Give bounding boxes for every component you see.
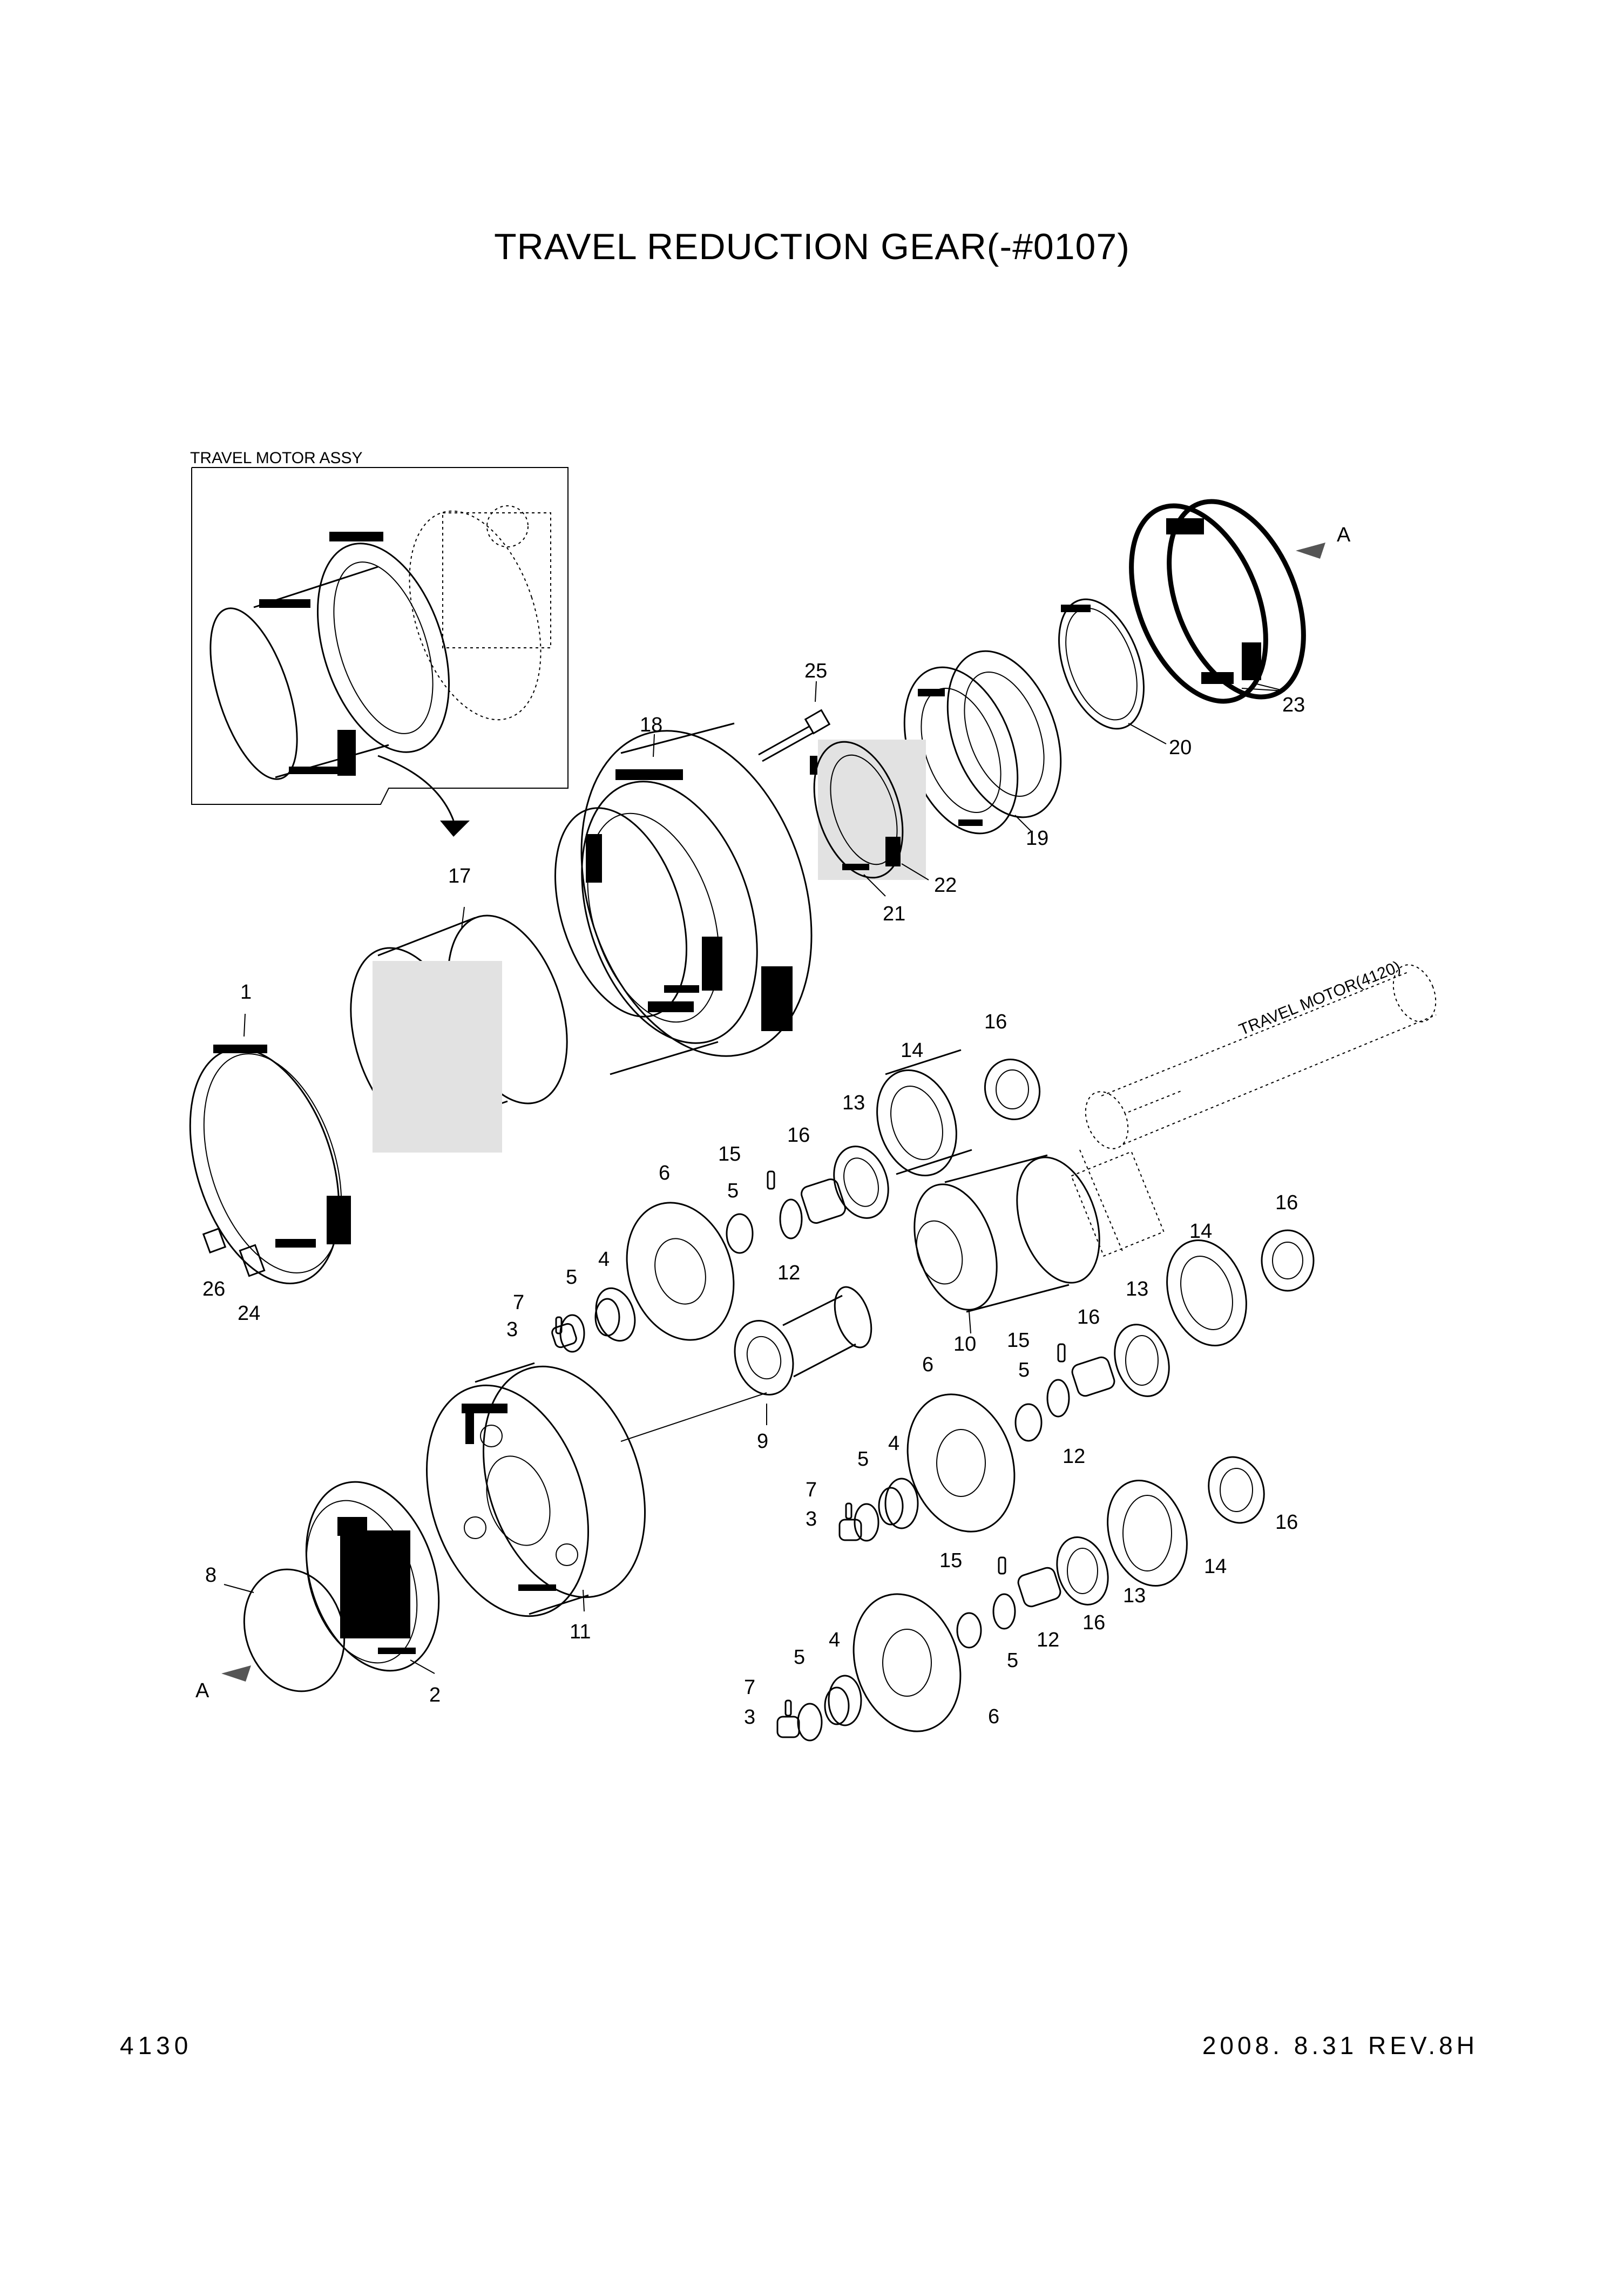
upper-planet-gear-set	[726, 1049, 1041, 1254]
callout-12: 12	[1063, 1445, 1085, 1468]
arrow-down-icon	[440, 821, 470, 837]
callout-16: 16	[1082, 1611, 1105, 1634]
callout-7: 7	[744, 1676, 755, 1699]
callout-7: 7	[806, 1479, 817, 1501]
right-upper-planet-set	[1014, 1229, 1315, 1442]
callout-14: 14	[1189, 1220, 1212, 1243]
part-11-carrier	[426, 1362, 767, 1617]
callout-4: 4	[598, 1248, 610, 1271]
redaction-block	[289, 767, 337, 774]
left-planet-gear-set	[551, 1202, 735, 1353]
callout-15: 15	[939, 1549, 962, 1572]
callout-6: 6	[988, 1705, 999, 1728]
callout-5: 5	[1018, 1359, 1030, 1381]
callout-3: 3	[744, 1706, 755, 1729]
callout-16: 16	[1077, 1306, 1100, 1329]
callout-5: 5	[566, 1266, 577, 1289]
callout-labels: 1 2 3 3 3 4 4 4 5 5 5 5 5 5 6 6 6 7 7 7 …	[202, 660, 1305, 1729]
revision-date: 2008. 8.31 REV.8H	[1202, 2031, 1478, 2059]
callout-3: 3	[806, 1508, 817, 1530]
callout-19: 19	[1026, 827, 1048, 850]
callout-10: 10	[953, 1333, 976, 1356]
callout-9: 9	[757, 1430, 768, 1453]
callout-24: 24	[238, 1302, 260, 1325]
section-marker-upper: A	[1296, 524, 1351, 559]
callout-20: 20	[1169, 736, 1192, 759]
inset-label: TRAVEL MOTOR ASSY	[190, 449, 363, 467]
callout-15: 15	[718, 1143, 741, 1166]
callout-11: 11	[570, 1621, 591, 1643]
callout-8: 8	[205, 1564, 216, 1587]
part-9-gear-shaft	[734, 1286, 872, 1425]
redaction-block	[337, 730, 356, 776]
callout-5: 5	[727, 1180, 739, 1202]
part-17-drum	[350, 906, 568, 1153]
callout-1: 1	[240, 981, 252, 1004]
callout-14: 14	[901, 1039, 923, 1062]
callout-26: 26	[202, 1278, 225, 1300]
callout-13: 13	[842, 1092, 865, 1114]
callout-23: 23	[1282, 694, 1305, 716]
callout-22: 22	[934, 874, 957, 897]
svg-text:A: A	[1337, 524, 1351, 546]
bottom-planet-gear-set	[776, 1593, 962, 1742]
section-marker-lower: A	[195, 1665, 251, 1702]
callout-6: 6	[659, 1162, 670, 1184]
callout-16: 16	[984, 1011, 1007, 1033]
section-arrow-icon	[221, 1665, 251, 1682]
part-1-cover	[189, 1013, 351, 1284]
redaction-block	[259, 599, 310, 608]
middle-planet-gear-set	[838, 1393, 1016, 1542]
callout-18: 18	[640, 714, 662, 736]
callout-5: 5	[857, 1448, 869, 1471]
part-8-cover	[224, 1568, 346, 1692]
part-21-22-seal	[810, 740, 929, 897]
callout-21: 21	[883, 903, 905, 925]
callout-5: 5	[1007, 1649, 1018, 1672]
callout-5: 5	[794, 1646, 805, 1669]
section-arrow-icon	[1296, 543, 1325, 559]
callout-12: 12	[1037, 1629, 1059, 1651]
part-25-bolt	[758, 681, 831, 762]
callout-16: 16	[1275, 1511, 1298, 1534]
callout-13: 13	[1123, 1584, 1146, 1607]
part-20-ring	[1058, 598, 1167, 744]
part-24-26-plugs	[202, 1228, 266, 1277]
callout-15: 15	[1007, 1329, 1030, 1352]
callout-6: 6	[922, 1353, 933, 1376]
page-title: TRAVEL REDUCTION GEAR(-#0107)	[494, 226, 1130, 267]
callout-4: 4	[888, 1432, 899, 1455]
callout-13: 13	[1126, 1278, 1148, 1300]
right-lower-planet-set	[956, 1456, 1265, 1649]
part-2-housing	[305, 1481, 440, 1674]
callout-14: 14	[1204, 1555, 1227, 1578]
part-18-housing	[554, 722, 813, 1075]
part-10-sun-gear	[914, 1154, 1100, 1334]
callout-17: 17	[448, 865, 471, 887]
callout-16: 16	[787, 1124, 810, 1147]
callout-4: 4	[829, 1629, 840, 1651]
callout-12: 12	[777, 1262, 800, 1284]
page-number: 4130	[120, 2031, 193, 2059]
redaction-block	[329, 532, 383, 541]
svg-text:A: A	[195, 1679, 209, 1702]
travel-motor-shaft: TRAVEL MOTOR(4120)	[1071, 958, 1437, 1257]
travel-motor-assy-inset: TRAVEL MOTOR ASSY	[190, 449, 569, 837]
callout-3: 3	[506, 1318, 518, 1341]
callout-16: 16	[1275, 1191, 1298, 1214]
part-23-ring-pair	[1129, 499, 1306, 704]
shaft-label: TRAVEL MOTOR(4120)	[1236, 958, 1403, 1039]
callout-25: 25	[804, 660, 827, 682]
callout-7: 7	[513, 1291, 524, 1314]
callout-2: 2	[429, 1684, 441, 1706]
